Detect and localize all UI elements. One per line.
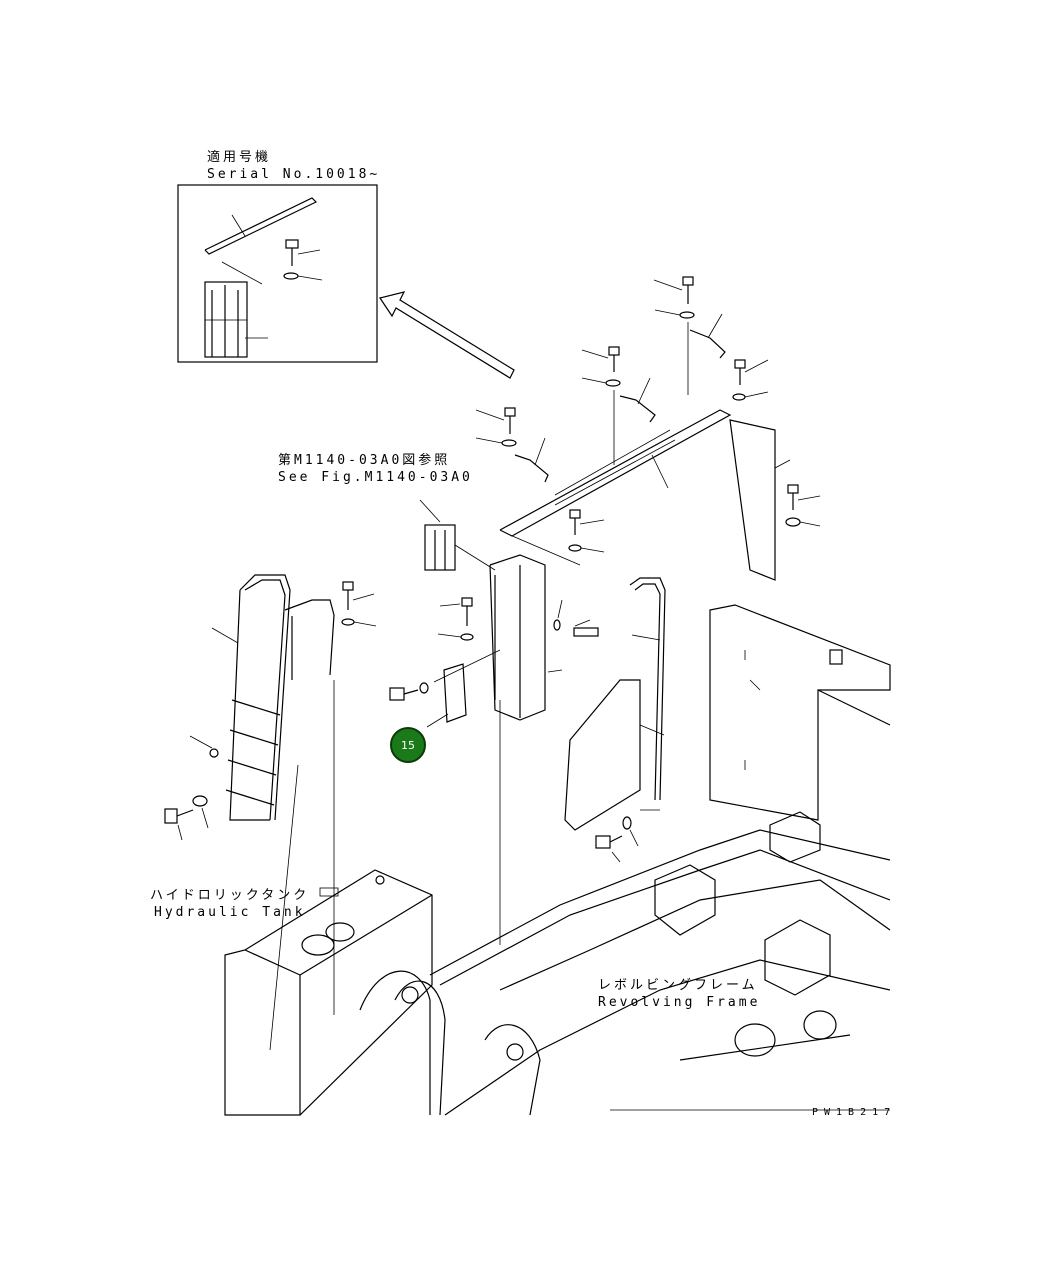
drawing-code: PW1B217 <box>812 1107 897 1118</box>
right-ladder <box>564 577 666 863</box>
part-callout-15[interactable]: 15 <box>390 727 426 763</box>
top-rail-assembly <box>475 276 821 581</box>
hydraulic-tank <box>224 869 433 1116</box>
direction-arrow <box>379 291 515 379</box>
inset-serial-label: Serial No.10018~ <box>207 167 381 182</box>
hydraulic-tank-label-en: Hydraulic Tank <box>154 905 306 920</box>
hydraulic-tank-label-jp: ハイドロリックタンク <box>150 888 310 903</box>
inset-detail-view <box>177 184 378 363</box>
reference-label-jp: 第M1140-03A0図参照 <box>278 453 451 468</box>
reference-label-en: See Fig.M1140-03A0 <box>278 470 473 485</box>
inset-title-jp: 適用号機 <box>207 150 272 165</box>
right-panel <box>709 604 891 821</box>
revolving-frame-label-jp: レボルビングフレーム <box>598 978 758 993</box>
revolving-frame <box>359 811 891 1116</box>
center-bracket-assembly <box>389 554 599 945</box>
reference-part <box>419 499 496 571</box>
revolving-frame-label-en: Revolving Frame <box>598 995 761 1010</box>
part-callout-number: 15 <box>401 738 415 752</box>
left-ladder <box>164 574 377 1051</box>
